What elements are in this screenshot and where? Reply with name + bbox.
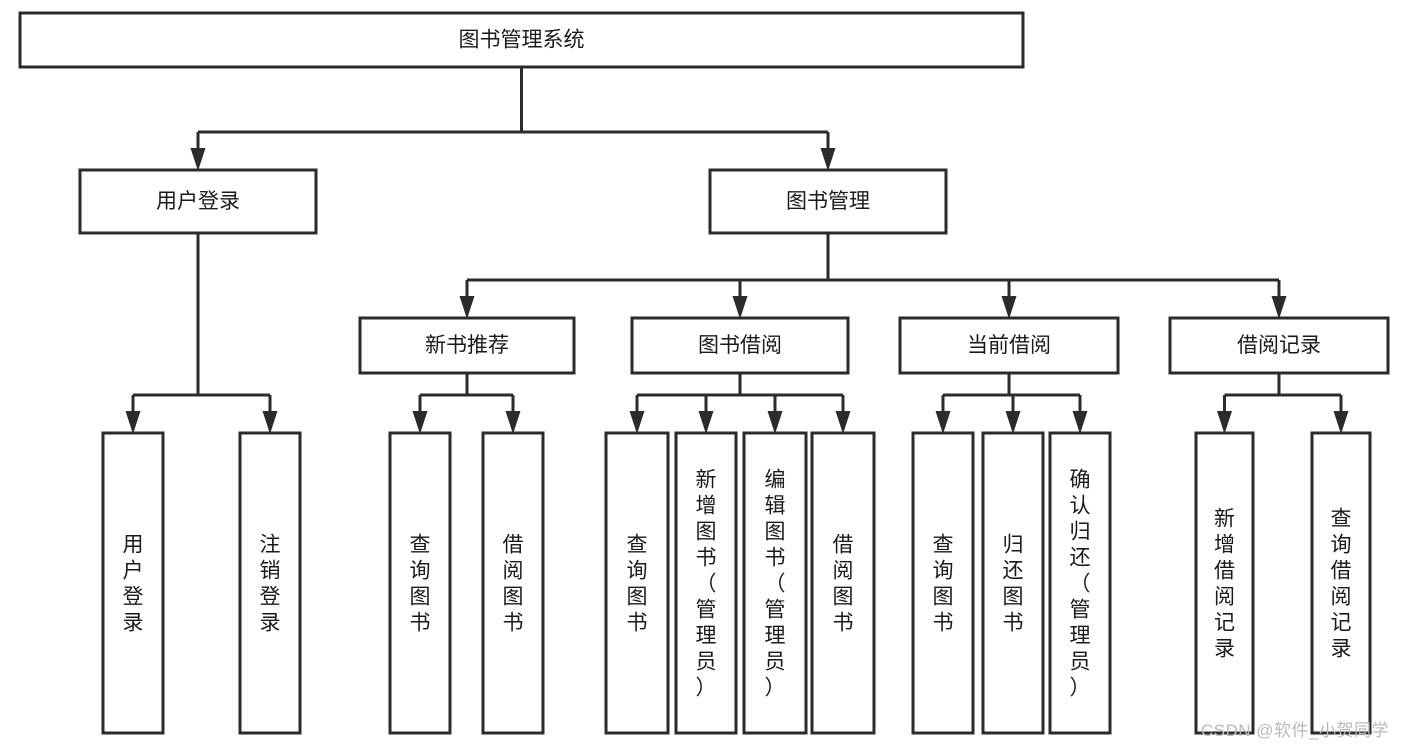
node-leaf-cb-confirm[interactable]: 确认归还（管理员）: [1048, 431, 1112, 735]
arrow-head-icon: [820, 148, 836, 171]
arrow-head-icon: [1005, 411, 1021, 434]
connector-group-borrow-record: [1217, 373, 1349, 434]
node-root[interactable]: 图书管理系统: [18, 11, 1025, 69]
node-leaf-cb-query[interactable]: 查询图书: [911, 431, 975, 735]
arrow-head-icon: [629, 411, 645, 434]
arrow-head-icon: [125, 411, 141, 434]
node-layer: 图书管理系统用户登录图书管理新书推荐图书借阅当前借阅借阅记录用户登录注销登录查询…: [18, 11, 1390, 735]
node-leaf-nb-query[interactable]: 查询图书: [388, 431, 452, 735]
node-leaf-bb-edit[interactable]: 编辑图书（管理员）: [742, 431, 808, 735]
arrow-head-icon: [835, 411, 851, 434]
arrow-head-icon: [767, 411, 783, 434]
node-leaf-user-login[interactable]: 用户登录: [101, 431, 165, 735]
node-book-borrow[interactable]: 图书借阅: [630, 316, 850, 375]
arrow-head-icon: [732, 296, 748, 319]
node-label: 查询图书: [933, 533, 954, 634]
node-box[interactable]: [898, 316, 1120, 375]
connector-group-book-borrow: [629, 373, 851, 434]
node-label: 借阅图书: [833, 533, 854, 634]
node-box[interactable]: [742, 431, 808, 735]
node-box[interactable]: [358, 316, 576, 375]
node-box[interactable]: [78, 168, 318, 235]
node-label: 新增图书（管理员）: [696, 468, 717, 699]
node-label: 新书推荐: [425, 334, 509, 357]
connector-group-user-login: [125, 233, 278, 434]
node-book-manage[interactable]: 图书管理: [708, 168, 948, 235]
node-box[interactable]: [18, 11, 1025, 69]
arrow-head-icon: [1217, 411, 1232, 434]
arrow-head-icon: [459, 296, 475, 319]
node-leaf-br-add[interactable]: 新增借阅记录: [1194, 431, 1255, 735]
node-box[interactable]: [674, 431, 738, 735]
node-new-book[interactable]: 新书推荐: [358, 316, 576, 375]
node-label: 确认归还（管理员）: [1070, 468, 1091, 699]
node-user-login[interactable]: 用户登录: [78, 168, 318, 235]
node-box[interactable]: [1168, 316, 1390, 375]
node-label: 查询图书: [410, 533, 431, 634]
arrow-head-icon: [262, 411, 278, 434]
node-label: 用户登录: [156, 190, 240, 213]
node-leaf-cb-return[interactable]: 归还图书: [981, 431, 1045, 735]
node-label: 查询借阅记录: [1331, 507, 1352, 660]
node-label: 归还图书: [1003, 533, 1024, 634]
arrow-head-icon: [935, 411, 951, 434]
node-label: 编辑图书（管理员）: [765, 468, 786, 699]
node-box[interactable]: [911, 431, 975, 735]
node-box[interactable]: [388, 431, 452, 735]
node-borrow-record[interactable]: 借阅记录: [1168, 316, 1390, 375]
node-label: 新增借阅记录: [1214, 507, 1235, 660]
arrow-head-icon: [1333, 411, 1349, 434]
node-label: 图书管理: [786, 190, 870, 213]
node-box[interactable]: [1194, 431, 1255, 735]
node-box[interactable]: [981, 431, 1045, 735]
connector-group-current-borrow: [935, 373, 1088, 434]
connector-group-new-book: [412, 373, 521, 434]
node-leaf-br-query[interactable]: 查询借阅记录: [1310, 431, 1372, 735]
node-box[interactable]: [630, 316, 850, 375]
node-box[interactable]: [604, 431, 670, 735]
node-leaf-logout[interactable]: 注销登录: [238, 431, 302, 735]
node-current-borrow[interactable]: 当前借阅: [898, 316, 1120, 375]
node-box[interactable]: [238, 431, 302, 735]
node-leaf-nb-borrow[interactable]: 借阅图书: [481, 431, 545, 735]
node-box[interactable]: [810, 431, 876, 735]
node-box[interactable]: [481, 431, 545, 735]
node-label: 借阅图书: [503, 533, 524, 634]
node-label: 用户登录: [123, 533, 144, 634]
node-label: 图书管理系统: [459, 29, 585, 52]
connector-group-book-manage: [459, 233, 1287, 319]
node-label: 当前借阅: [967, 334, 1051, 357]
node-label: 图书借阅: [698, 334, 782, 357]
arrow-head-icon: [698, 411, 714, 434]
node-leaf-bb-borrow[interactable]: 借阅图书: [810, 431, 876, 735]
arrow-head-icon: [190, 148, 206, 171]
connector-group-root: [190, 67, 836, 171]
node-box[interactable]: [1048, 431, 1112, 735]
arrow-head-icon: [1001, 296, 1017, 319]
node-leaf-bb-query[interactable]: 查询图书: [604, 431, 670, 735]
node-box[interactable]: [101, 431, 165, 735]
node-box[interactable]: [708, 168, 948, 235]
connector-layer: [125, 67, 1349, 434]
node-box[interactable]: [1310, 431, 1372, 735]
arrow-head-icon: [412, 411, 428, 434]
arrow-head-icon: [1271, 296, 1287, 319]
node-leaf-bb-add[interactable]: 新增图书（管理员）: [674, 431, 738, 735]
node-label: 注销登录: [260, 533, 281, 634]
node-label: 查询图书: [627, 533, 648, 634]
node-label: 借阅记录: [1237, 334, 1321, 357]
arrow-head-icon: [505, 411, 521, 434]
arrow-head-icon: [1072, 411, 1088, 434]
